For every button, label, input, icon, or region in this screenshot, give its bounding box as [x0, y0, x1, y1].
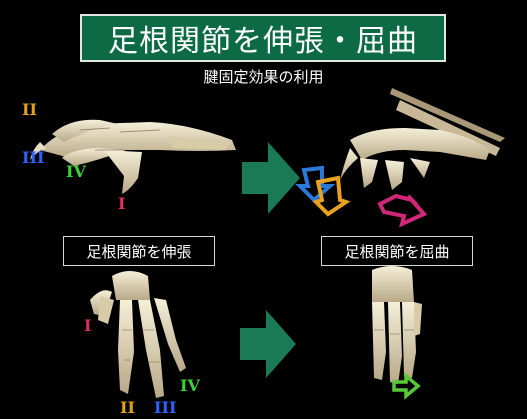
right-arrow-icon [240, 310, 296, 378]
blue-arrow-icon [300, 168, 330, 200]
extended-foot-front-image [90, 271, 186, 398]
flexed-foot-side-image [340, 88, 505, 190]
digit-label-ii-bottom: II [120, 398, 135, 417]
right-arrow-icon [242, 142, 300, 214]
digit-label-iii-top: III [22, 148, 44, 167]
tendon-callout-arrows [300, 168, 424, 224]
magenta-arrow-icon [380, 196, 424, 224]
digit-label-ii-top: II [22, 100, 37, 119]
orange-arrow-icon [316, 178, 346, 214]
digit-label-iv-top: IV [66, 162, 86, 181]
flexed-foot-front-image [372, 266, 422, 396]
transition-arrow-top [242, 142, 300, 214]
caption-flexion: 足根関節を屈曲 [321, 236, 473, 266]
extended-foot-side-image [30, 120, 236, 194]
digit-label-iv-bottom: IV [180, 376, 200, 395]
transition-arrow-bottom [240, 310, 296, 378]
digit-label-i-top: I [118, 194, 125, 213]
digit-label-iii-bottom: III [154, 398, 176, 417]
digit-label-i-bottom: I [84, 316, 91, 335]
caption-extension: 足根関節を伸張 [63, 236, 215, 266]
